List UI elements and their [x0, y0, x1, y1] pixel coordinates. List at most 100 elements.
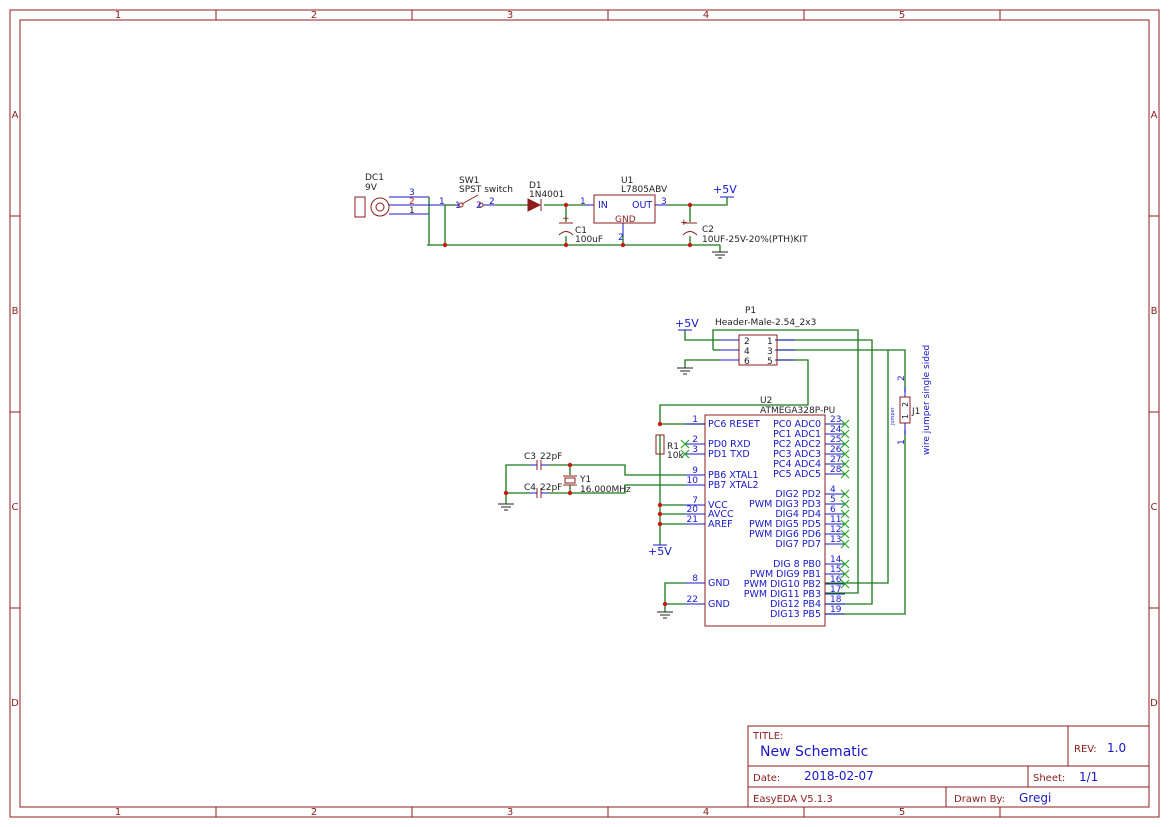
no-connect-flag [840, 459, 850, 469]
c2-plus: + [680, 218, 688, 228]
u2-pin-name: PWM DIG5 PD5 [749, 519, 821, 530]
p1-value: Header-Male-2.54_2x3 [715, 318, 816, 328]
dc1-pin-2: 2 [409, 197, 415, 207]
frame-row-d-right: D [1150, 698, 1158, 709]
u2-pin-number: 24 [830, 425, 842, 435]
frame-row-a-left: A [12, 110, 19, 121]
mcu-section: R1 10k +5V C3 22pF C4 22pF [498, 396, 850, 627]
dc1-pin-3: 3 [409, 188, 415, 198]
u2-pin-number: 9 [692, 466, 698, 476]
no-connect-flag [840, 489, 850, 499]
u1-ref: U1 [621, 176, 633, 186]
c3-capacitor: C3 22pF [524, 452, 562, 470]
p1-ref: P1 [745, 306, 756, 316]
u2-pin-name: AREF [708, 519, 733, 530]
u2-pin-number: 13 [830, 535, 841, 545]
u2-pin-number: 21 [687, 515, 698, 525]
r1-resistor: R1 10k [655, 434, 684, 461]
dc1-pin-1: 1 [409, 206, 415, 216]
d1-ref: D1 [529, 181, 542, 191]
rev-value: 1.0 [1107, 741, 1126, 755]
p1-pin-3: 3 [767, 347, 773, 357]
c3-value: 22pF [540, 452, 562, 462]
title-block: TITLE: New Schematic REV: 1.0 Date: 2018… [747, 725, 1150, 808]
c2-ref: C2 [702, 225, 714, 235]
ground-symbol-header [677, 367, 693, 375]
u2-pin-name: PC5 ADC5 [773, 469, 821, 480]
pwr3-label: +5V [648, 545, 672, 558]
c1-capacitor: + C1 100uF [558, 214, 603, 245]
power-supply-section: DC1 9V 3 2 1 1 SW1 SPST switch 1 2 2 D1 … [354, 173, 808, 259]
no-connect-flag [840, 509, 850, 519]
pwr1-label: +5V [713, 183, 737, 196]
p1-pin-1: 1 [767, 337, 773, 347]
u2-pin-name: PWM DIG11 PB3 [744, 589, 821, 600]
u2-pin-name: DIG4 PD4 [775, 509, 821, 520]
c4-capacitor: C4 22pF [524, 483, 562, 498]
u2-pin-name: PC1 ADC1 [773, 429, 821, 440]
frame-row-b-right: B [1151, 306, 1158, 317]
u1-in-label: IN [598, 200, 608, 211]
no-connect-flag [840, 519, 850, 529]
c1-value: 100uF [575, 235, 603, 245]
u2-pin-number: 26 [830, 445, 842, 455]
no-connect-flag [840, 429, 850, 439]
frame-col-3-top: 3 [507, 10, 513, 21]
c1-plus: + [562, 214, 570, 224]
u2-pin-name: DIG13 PB5 [770, 609, 821, 620]
title-label: TITLE: [752, 731, 783, 742]
ground-symbol-supply [712, 251, 728, 259]
ground-symbol-crystal [498, 503, 514, 511]
u2-pin-name: VCC [708, 500, 728, 511]
frame-col-1-bottom: 1 [115, 807, 121, 818]
frame-col-1-top: 1 [115, 10, 121, 21]
sw1-ref: SW1 [459, 176, 479, 186]
j1-ref: J1 [911, 407, 920, 417]
frame-col-2-top: 2 [311, 10, 317, 21]
u2-pin-number: 18 [830, 595, 842, 605]
j1-value: wire jumper single sided [922, 345, 932, 455]
sw1-switch: SW1 SPST switch 1 2 2 [455, 176, 513, 211]
u2-pin-name: PC4 ADC4 [773, 459, 821, 470]
drawn-by-label: Drawn By: [954, 794, 1005, 805]
power-flag-5v-mcu: +5V [648, 544, 672, 558]
date-label: Date: [753, 773, 780, 784]
frame-row-a-right: A [1151, 110, 1158, 121]
u2-pin-name: PB7 XTAL2 [708, 480, 759, 491]
u2-pin-number: 15 [830, 565, 841, 575]
p1-header: P1 Header-Male-2.54_2x3 2 1 4 3 6 5 [715, 306, 816, 367]
power-flag-5v-header: +5V [675, 317, 699, 331]
u2-pin-number: 2 [692, 435, 698, 445]
u2-pin-number: 19 [830, 605, 842, 615]
no-connect-flag [840, 559, 850, 569]
u2-pin-number: 6 [830, 505, 836, 515]
u2-pin-name: PC6 RESET [708, 419, 760, 430]
no-connect-flag [680, 439, 690, 449]
u2-pin-name: PWM DIG6 PD6 [749, 529, 821, 540]
u2-pin-number: 28 [830, 465, 842, 475]
d1-diode: D1 1N4001 1 [527, 181, 586, 212]
j1-pin-2: 2 [897, 375, 907, 381]
u2-pin-number: 22 [687, 595, 698, 605]
u2-pin-number: 14 [830, 555, 842, 565]
date-value: 2018-02-07 [804, 769, 874, 783]
u2-pin-name: PWM DIG9 PB1 [750, 569, 821, 580]
no-connect-flag [680, 449, 690, 459]
no-connect-flag [840, 469, 850, 479]
ground-symbol-mcu [657, 611, 673, 619]
d1-value: 1N4001 [529, 190, 564, 200]
u2-pin-number: 3 [692, 445, 698, 455]
frame-col-4-bottom: 4 [703, 807, 709, 818]
u1-value: L7805ABV [621, 185, 668, 195]
no-connect-flag [840, 439, 850, 449]
u2-pin-name: DIG 8 PB0 [773, 559, 821, 570]
sw1-value: SPST switch [459, 185, 513, 195]
dc1-ref: DC1 [365, 173, 384, 183]
u2-pin-number: 11 [830, 515, 841, 525]
u2-pin-number: 7 [692, 496, 698, 506]
u2-pin-name: PD1 TXD [708, 449, 750, 460]
r1-value: 10k [667, 451, 684, 461]
frame-row-d-left: D [11, 698, 19, 709]
